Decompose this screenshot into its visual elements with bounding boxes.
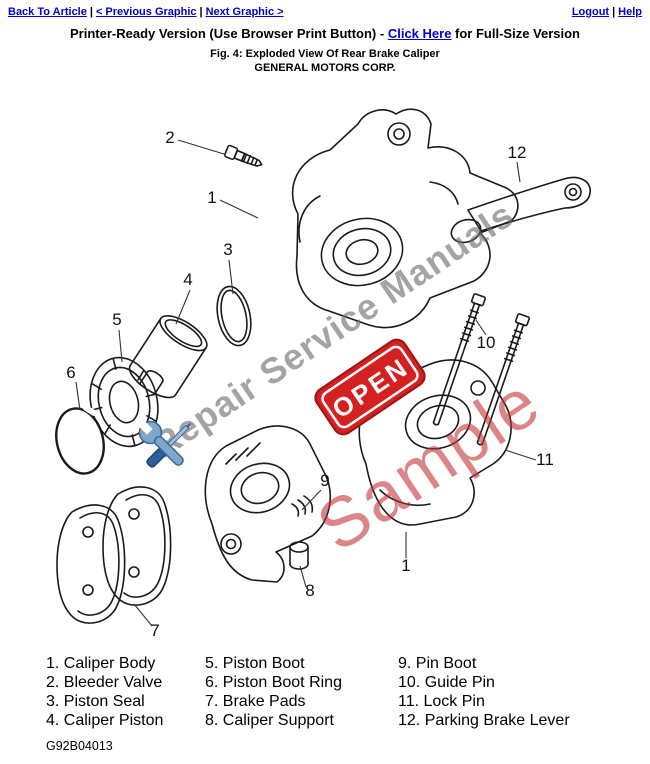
logout-link[interactable]: Logout <box>571 6 610 18</box>
callout-piston-boot: 5 <box>112 310 121 329</box>
legend-column-2: 5. Piston Boot 6. Piston Boot Ring 7. Br… <box>205 654 342 730</box>
callout-bleeder-valve: 2 <box>165 128 174 147</box>
support-bushing-drawing <box>289 541 309 570</box>
brake-pads-drawing <box>56 486 172 624</box>
legend-item: 1. Caliper Body <box>46 655 156 672</box>
parking-brake-lever-drawing <box>467 176 591 232</box>
legend-column-1: 1. Caliper Body 2. Bleeder Valve 3. Pist… <box>46 654 163 730</box>
callout-caliper-body-2: 1 <box>401 556 410 575</box>
printer-ready-line: Printer-Ready Version (Use Browser Print… <box>0 26 650 41</box>
piston-boot-drawing <box>89 356 159 448</box>
legend-item: 10. Guide Pin <box>398 674 495 691</box>
piston-boot-ring-drawing <box>55 405 105 475</box>
legend-item: 2. Bleeder Valve <box>46 674 163 691</box>
tools-icon <box>137 419 192 468</box>
callout-caliper-piston: 4 <box>183 270 192 289</box>
callout-lock-pin: 11 <box>536 450 554 469</box>
separator: | <box>89 6 93 18</box>
callout-caliper-support: 8 <box>305 581 314 600</box>
caliper-piston-drawing <box>128 315 208 399</box>
callout-guide-pin: 10 <box>477 333 496 352</box>
click-here-link[interactable]: Click Here <box>387 26 452 41</box>
legend-item: 8. Caliper Support <box>205 712 334 729</box>
bleeder-valve-drawing <box>224 144 263 167</box>
legend-item: 4. Caliper Piston <box>46 712 164 729</box>
printer-ready-text: Printer-Ready Version (Use Browser Print… <box>69 26 388 41</box>
previous-graphic-link[interactable]: < Previous Graphic <box>95 6 197 18</box>
figure-caption: Fig. 4: Exploded View Of Rear Brake Cali… <box>210 48 440 60</box>
help-link[interactable]: Help <box>618 6 642 18</box>
legend-item: 5. Piston Boot <box>205 655 305 672</box>
figure-code: G92B04013 <box>46 739 113 753</box>
exploded-view-diagram: 2 1 12 3 4 5 6 10 11 9 1 8 7 Repair Serv… <box>55 108 591 640</box>
callout-piston-seal: 3 <box>223 240 232 259</box>
callout-brake-pads: 7 <box>150 621 159 640</box>
back-to-article-link[interactable]: Back To Article <box>8 6 87 18</box>
nav-right-group: Logout|Help <box>572 6 642 18</box>
center-support-drawing <box>204 425 332 583</box>
legend-item: 7. Brake Pads <box>205 693 306 710</box>
legend-item: 6. Piston Boot Ring <box>205 674 342 691</box>
legend-column-3: 9. Pin Boot 10. Guide Pin 11. Lock Pin 1… <box>398 654 570 730</box>
full-size-text: for Full-Size Version <box>451 26 580 41</box>
lock-pin-drawing <box>476 313 530 446</box>
piston-seal-drawing <box>216 285 252 347</box>
callout-pin-boot: 9 <box>320 471 329 490</box>
next-graphic-link[interactable]: Next Graphic > <box>205 6 284 18</box>
legend-item: 11. Lock Pin <box>398 693 485 710</box>
manufacturer-label: GENERAL MOTORS CORP. <box>254 62 396 74</box>
leader-lines <box>75 139 537 627</box>
legend-item: 3. Piston Seal <box>46 693 145 710</box>
nav-left-group: Back To Article|< Previous Graphic|Next … <box>8 6 284 18</box>
legend-item: 12. Parking Brake Lever <box>398 712 570 729</box>
separator: | <box>199 6 203 18</box>
top-nav: Back To Article|< Previous Graphic|Next … <box>8 6 642 18</box>
callout-parking-lever: 12 <box>508 143 527 162</box>
guide-pin-drawing <box>432 293 486 426</box>
callout-caliper-body: 1 <box>207 188 216 207</box>
separator: | <box>612 6 616 18</box>
legend-item: 9. Pin Boot <box>398 655 477 672</box>
caliper-body-drawing <box>291 108 519 329</box>
callout-boot-ring: 6 <box>66 363 75 382</box>
